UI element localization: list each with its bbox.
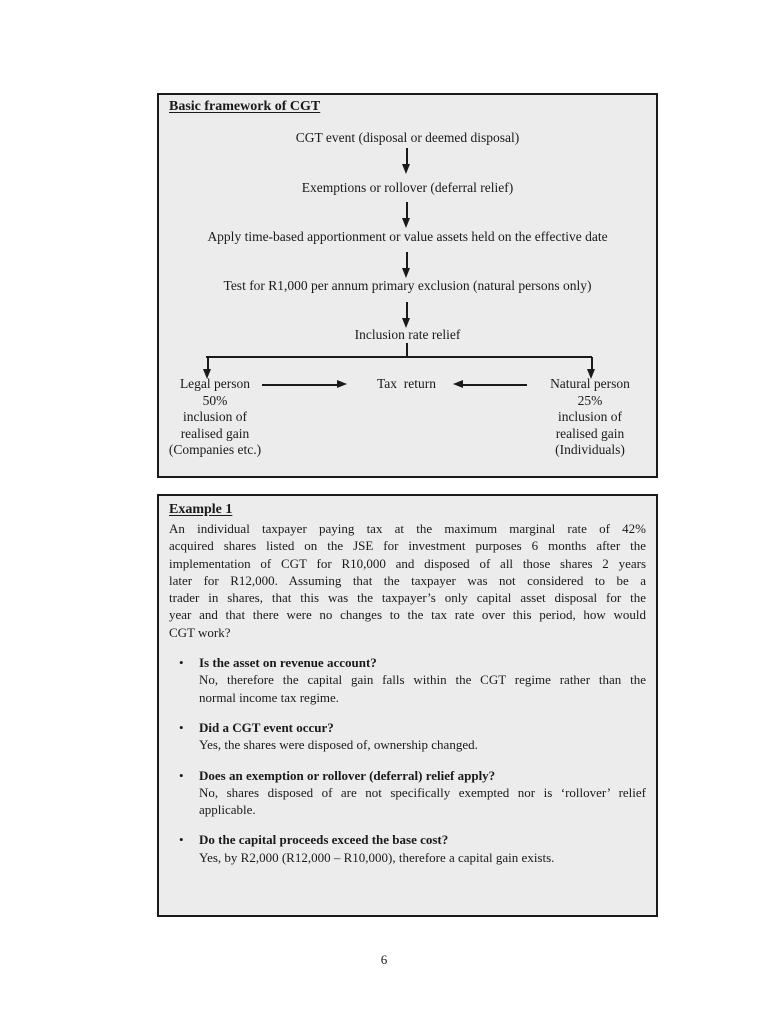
bullet-answer-line: normal income tax regime. [199,689,340,705]
flowchart-step-exemptions: Exemptions or rollover (deferral relief) [301,180,514,195]
bullet-item-exemption-rollover: • Does an exemption or rollover (deferra… [169,767,646,819]
flowchart-box: Basic framework of CGT CGT event (dispos… [157,93,658,478]
example-paragraph: An individual taxpayer paying tax at the… [169,520,646,641]
bullet-icon: • [179,719,184,735]
flowchart-step-primary-exclusion: Test for R1,000 per annum primary exclus… [223,278,592,293]
left-arrow-icon [453,380,527,389]
down-arrow-icon [203,357,212,379]
bullet-icon: • [179,655,184,671]
bullet-icon: • [179,832,184,848]
paragraph-line: later for R12,000. Assuming that the tax… [169,572,646,588]
bullet-item-proceeds-exceed-base-cost: • Do the capital proceeds exceed the bas… [169,831,646,866]
paragraph-line: implementation of CGT for R10,000 and di… [169,555,646,571]
bullet-answer-line: Yes, the shares were disposed of, owners… [199,737,478,753]
branch-line: (Companies etc.) [168,442,262,458]
branch-line: Legal person [179,376,251,391]
bullet-question: Does an exemption or rollover (deferral)… [199,767,496,783]
branch-stem-line [406,343,408,357]
paragraph-line: acquired shares listed on the JSE for in… [169,538,646,554]
paragraph-line: year and that there were no changes to t… [169,607,646,623]
branch-line: (Individuals) [555,442,625,458]
branch-horizontal-line [206,356,592,358]
example-box: Example 1 An individual taxpayer paying … [157,494,658,917]
branch-line: 50% [202,392,228,408]
right-arrow-icon [262,380,347,389]
paragraph-line: An individual taxpayer paying tax at the… [169,521,646,536]
bullet-icon: • [179,767,184,783]
bullet-question: Do the capital proceeds exceed the base … [199,832,449,848]
bullet-item-revenue-account: • Is the asset on revenue account? No, t… [169,654,646,706]
bullet-answer-line: No, therefore the capital gain falls wit… [199,672,646,688]
bullet-item-cgt-event: • Did a CGT event occur? Yes, the shares… [169,719,646,754]
branch-line: realised gain [180,425,250,441]
down-arrow-icon [402,252,411,278]
branch-line: Natural person [550,376,630,391]
flowchart-step-inclusion-rate: Inclusion rate relief [354,327,461,342]
branch-line: inclusion of [182,409,248,425]
bullet-answer-line: applicable. [199,802,256,818]
bullet-answer-line: No, shares disposed of are not specifica… [199,784,646,800]
branch-line: realised gain [555,425,625,441]
paragraph-line: trader in shares, that this was the taxp… [169,590,646,606]
down-arrow-icon [402,148,411,174]
bullet-answer-line: Yes, by R2,000 (R12,000 – R10,000), ther… [199,849,555,865]
page-number: 6 [380,952,388,967]
legal-person-branch: Legal person 50% inclusion of realised g… [161,376,269,459]
paragraph-line: CGT work? [169,624,231,640]
tax-return-node: Tax return [376,376,437,391]
branch-line: 25% [577,392,603,408]
bullet-question: Did a CGT event occur? [199,719,334,735]
flowchart-step-apportionment: Apply time-based apportionment or value … [207,229,608,244]
flowchart-step-cgt-event: CGT event (disposal or deemed disposal) [295,130,520,145]
example-title: Example 1 [169,502,233,517]
flowchart-title: Basic framework of CGT [169,99,321,114]
down-arrow-icon [587,357,596,379]
down-arrow-icon [402,202,411,228]
natural-person-branch: Natural person 25% inclusion of realised… [531,376,649,459]
branch-line: inclusion of [557,409,623,425]
down-arrow-icon [402,302,411,328]
bullet-question: Is the asset on revenue account? [199,655,377,671]
